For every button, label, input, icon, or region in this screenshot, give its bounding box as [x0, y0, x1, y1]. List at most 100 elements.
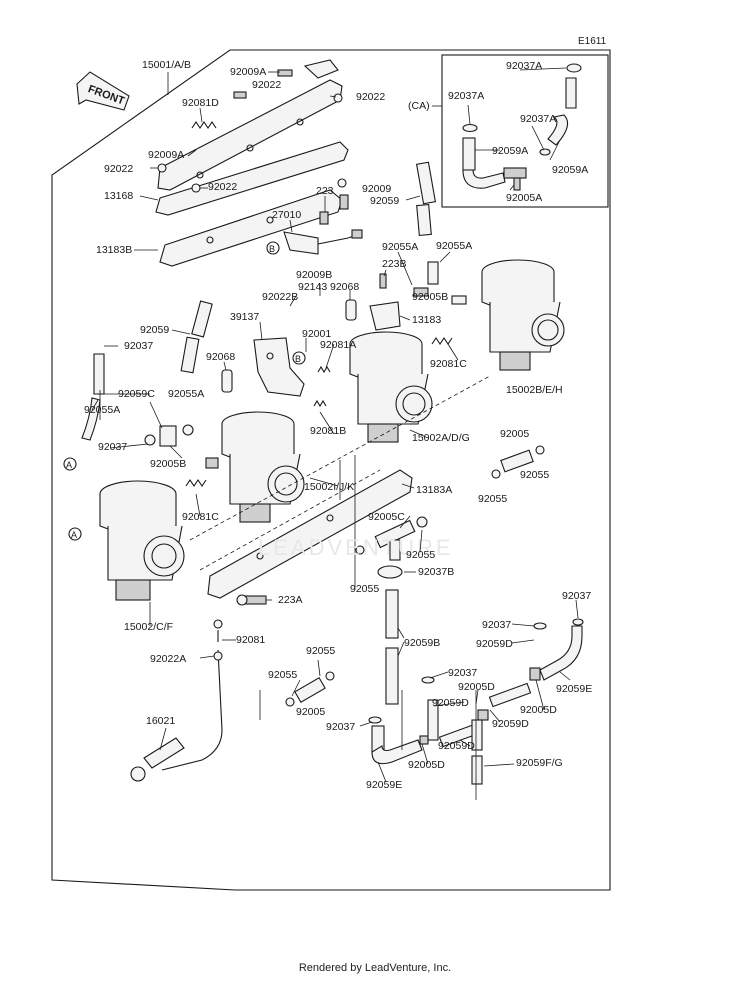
- label-92059f-g: 92059F/G: [516, 757, 563, 769]
- front-arrow-icon: FRONT: [76, 71, 130, 111]
- label-92055a-1: 92055A: [382, 241, 418, 253]
- label-92059e-left: 92059E: [366, 779, 402, 791]
- bracket-rail-13183a: [207, 469, 413, 599]
- label-92005b-upper: 92005B: [412, 291, 448, 303]
- label-27010: 27010: [272, 209, 301, 221]
- label-92055-2: 92055: [478, 493, 507, 505]
- label-92081: 92081: [236, 634, 265, 646]
- label-13183a: 13183A: [416, 484, 452, 496]
- label-92037a-2: 92037A: [448, 90, 484, 102]
- carburetor-15002beh: [481, 259, 565, 371]
- svg-text:B: B: [295, 354, 301, 364]
- marker-b-upper: B: [266, 241, 280, 255]
- label-92022-4: 92022: [208, 181, 237, 193]
- label-39137: 39137: [230, 311, 259, 323]
- label-16021: 16021: [146, 715, 175, 727]
- label-92009b: 92009B: [296, 269, 332, 281]
- label-92081c-right: 92081C: [430, 358, 467, 370]
- hose-92059b: [385, 589, 399, 705]
- label-92059d-4: 92059D: [438, 740, 475, 752]
- label-15002i-j-k: 15002I/J/K: [304, 481, 354, 493]
- carburetor-15002cf: [99, 480, 185, 601]
- label-92055a-3: 92055A: [168, 388, 204, 400]
- label-223b: 223B: [382, 258, 407, 270]
- bracket-rail-13183b: [159, 189, 343, 267]
- jet-92068-upper: [345, 299, 357, 321]
- marker-a-lower: A: [68, 527, 82, 541]
- spring-92081b-icon: [313, 399, 327, 408]
- label-92005d-2: 92005D: [520, 704, 557, 716]
- svg-text:B: B: [269, 244, 275, 254]
- guide-lines: [99, 375, 491, 800]
- label-92059b: 92059B: [404, 637, 440, 649]
- label-92005b-left: 92005B: [150, 458, 186, 470]
- label-92059d-2: 92059D: [432, 697, 469, 709]
- label-92037-4: 92037: [562, 590, 591, 602]
- marker-b-lower: B: [292, 351, 306, 365]
- part-labels: 15001/A/B 92009A 92022 92022 92081D 9200…: [84, 59, 592, 791]
- label-92001: 92001: [302, 328, 331, 340]
- label-223a: 223A: [278, 594, 303, 606]
- label-223-upper: 223: [316, 185, 334, 197]
- svg-text:A: A: [71, 530, 77, 540]
- screw-223a: [236, 594, 267, 606]
- label-92037-5: 92037: [448, 667, 477, 679]
- label-92059c: 92059C: [118, 388, 155, 400]
- ca-hose-assembly: [462, 63, 582, 191]
- label-92037-3: 92037: [482, 619, 511, 631]
- label-92081b: 92081B: [310, 425, 346, 437]
- clamp-92037b: [377, 565, 403, 579]
- label-92055-3: 92055: [406, 549, 435, 561]
- label-92059d-1: 92059D: [476, 638, 513, 650]
- spring-92081c-right-icon: [431, 337, 453, 345]
- label-92005c: 92005C: [368, 511, 405, 523]
- label-92059d-3: 92059D: [492, 718, 529, 730]
- label-92037a-3: 92037A: [520, 113, 556, 125]
- label-92005a: 92005A: [506, 192, 542, 204]
- label-92009a-1: 92009A: [230, 66, 266, 78]
- label-92005d-3: 92005D: [408, 759, 445, 771]
- hose-92059-upper: [415, 161, 437, 205]
- ca-inset-box: [441, 54, 609, 208]
- footer-credit: Rendered by LeadVenture, Inc.: [298, 962, 452, 974]
- label-92143: 92143: [298, 281, 327, 293]
- label-92037b: 92037B: [418, 566, 454, 578]
- label-92059e-right: 92059E: [556, 683, 592, 695]
- label-92009: 92009: [362, 183, 391, 195]
- label-92081a: 92081A: [320, 339, 356, 351]
- jet-92068-lower: [221, 369, 233, 393]
- label-92059-left: 92059: [140, 324, 169, 336]
- label-92037-1: 92037: [124, 340, 153, 352]
- diagram-code: E1611: [578, 36, 607, 47]
- label-92037-2: 92037: [98, 441, 127, 453]
- fitting-92005b-upper: [413, 261, 467, 305]
- fastener-icons: [157, 69, 349, 225]
- lower-hose-network: [368, 618, 584, 785]
- label-92022a: 92022A: [150, 653, 186, 665]
- sensor-27010: [283, 229, 363, 255]
- label-92009a-2: 92009A: [148, 149, 184, 161]
- ca-label: (CA): [408, 100, 430, 112]
- carburetor-15002adg: [349, 331, 433, 443]
- label-92055-1: 92055: [520, 469, 549, 481]
- label-92055-5: 92055: [306, 645, 335, 657]
- diagram-frame: [51, 49, 611, 891]
- label-15001-a-b: 15001/A/B: [142, 59, 191, 71]
- label-92037-6: 92037: [326, 721, 355, 733]
- label-92055-4: 92055: [350, 583, 379, 595]
- svg-text:A: A: [66, 460, 72, 470]
- label-92022-3: 92022: [104, 163, 133, 175]
- label-92059a-1: 92059A: [492, 145, 528, 157]
- spring-92081c-left-icon: [185, 479, 207, 487]
- connector-92005-lower: [285, 671, 335, 707]
- watermark: LEADVENTURE: [258, 535, 454, 560]
- label-92055-6: 92055: [268, 669, 297, 681]
- bracket-13183: [369, 273, 401, 331]
- label-92055a-4: 92055A: [84, 404, 120, 416]
- label-13183: 13183: [412, 314, 441, 326]
- label-92081c-left: 92081C: [182, 511, 219, 523]
- connector-92005-right: [491, 445, 545, 479]
- label-92005d-1: 92005D: [458, 681, 495, 693]
- t-fitting-92005c: [355, 516, 428, 561]
- label-92005-lower: 92005: [296, 706, 325, 718]
